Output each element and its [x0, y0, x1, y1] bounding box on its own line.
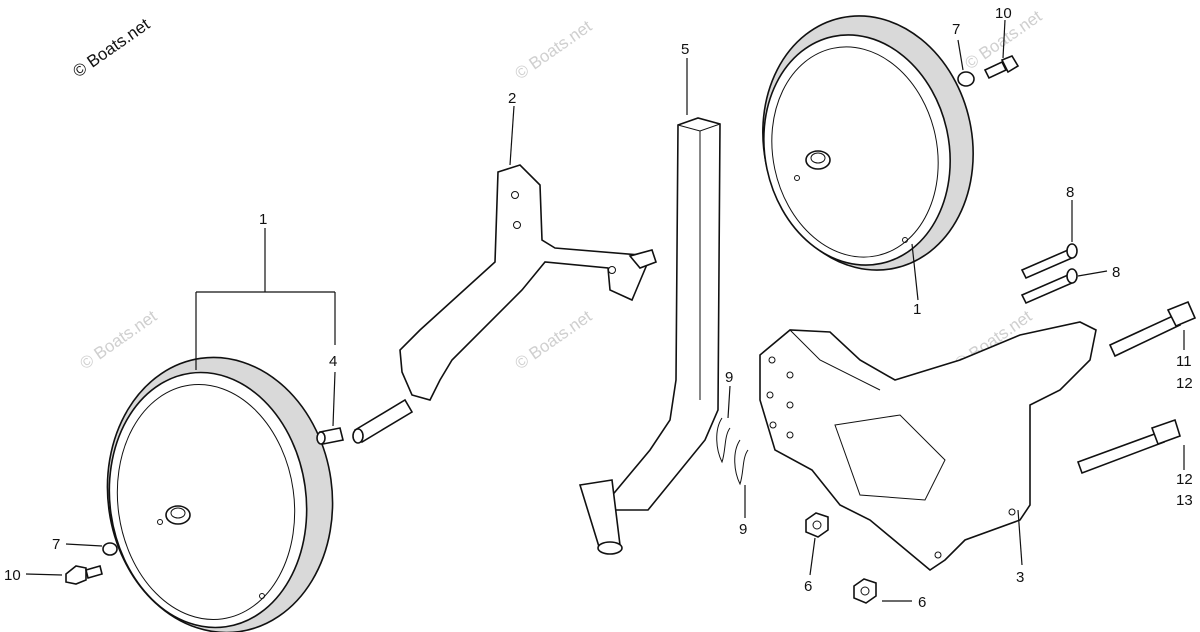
callout-4: 4: [329, 353, 337, 370]
pin-upper: [1020, 243, 1078, 280]
leader-lines: [25, 19, 1185, 602]
callout-1-right: 1: [913, 301, 921, 318]
adjuster-bar: [578, 117, 721, 555]
wheel-left: [106, 356, 334, 632]
callout-10-left: 10: [4, 567, 21, 584]
pin-lower: [1020, 268, 1078, 305]
bracket-arm: [352, 164, 658, 444]
callout-7-left: 7: [52, 536, 60, 553]
watermark-faint: © Boats.net: [511, 306, 595, 373]
callout-9-a: 9: [725, 369, 733, 386]
long-bolt-upper: [1108, 300, 1197, 358]
callout-12-a: 12: [1176, 375, 1193, 392]
nut: [805, 512, 877, 604]
callout-11: 11: [1176, 353, 1192, 370]
bolt: [65, 55, 1020, 585]
callout-8-a: 8: [1066, 184, 1074, 201]
callout-7-right: 7: [952, 21, 960, 38]
callout-6-b: 6: [918, 594, 926, 611]
pin: [316, 427, 344, 445]
callouts: 1 1 2 3 4 5 6 6 7 7 8 8 9 9 10 10 11 12 …: [4, 5, 1193, 611]
watermark-faint: © Boats.net: [511, 16, 595, 83]
callout-1-left: 1: [259, 211, 267, 228]
wheel-right: [762, 15, 974, 271]
callout-3: 3: [1016, 569, 1024, 586]
callout-2: 2: [508, 90, 516, 107]
callout-12-b: 12: [1176, 471, 1193, 488]
watermark-faint: © Boats.net: [76, 306, 160, 373]
long-bolt-lower: [1076, 418, 1181, 475]
washer: [102, 71, 975, 556]
callout-9-b: 9: [739, 521, 747, 538]
hair-pin-clip: [716, 417, 749, 486]
callout-8-b: 8: [1112, 264, 1120, 281]
callout-6-a: 6: [804, 578, 812, 595]
mounting-plate: [759, 321, 1097, 571]
watermark-main: © Boats.net: [69, 14, 153, 81]
callout-5: 5: [681, 41, 689, 58]
callout-10-right: 10: [995, 5, 1012, 22]
callout-13: 13: [1176, 492, 1193, 509]
